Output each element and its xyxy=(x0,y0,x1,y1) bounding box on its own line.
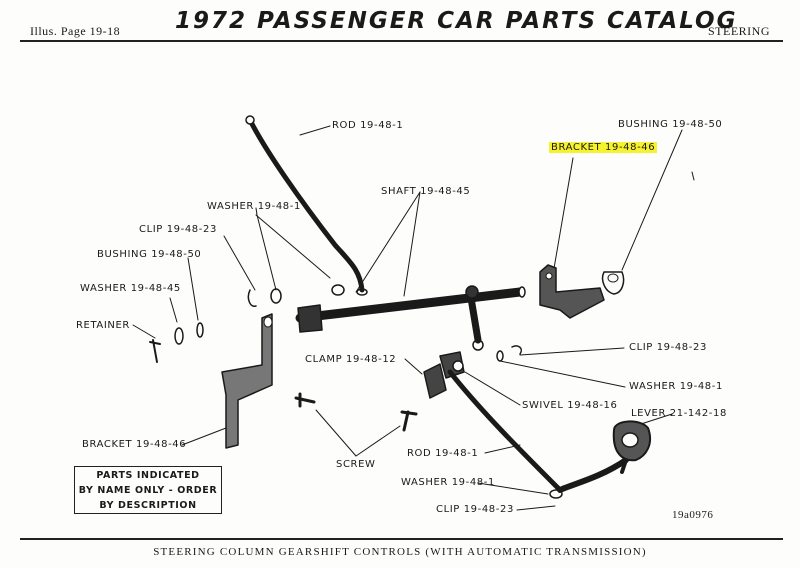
footer-rule xyxy=(20,538,783,540)
label-washer-left: WASHER 19-48-45 xyxy=(80,283,181,294)
label-washer-top: WASHER 19-48-1 xyxy=(207,201,301,212)
label-bushing-right: BUSHING 19-48-50 xyxy=(618,119,723,130)
header-rule xyxy=(20,40,783,42)
label-clip-right: CLIP 19-48-23 xyxy=(629,342,707,353)
label-bracket-right: BRACKET 19-48-46 xyxy=(549,142,658,153)
label-rod-top: ROD 19-48-1 xyxy=(332,120,404,131)
label-clip-bottom: CLIP 19-48-23 xyxy=(436,504,514,515)
section-name: STEERING xyxy=(708,24,770,38)
label-bracket-left: BRACKET 19-48-46 xyxy=(82,439,187,450)
label-screw: SCREW xyxy=(336,459,376,470)
label-washer-bottom: WASHER 19-48-1 xyxy=(401,477,495,488)
label-rod-bottom: ROD 19-48-1 xyxy=(407,448,479,459)
label-shaft: SHAFT 19-48-45 xyxy=(381,186,471,197)
label-retainer: RETAINER xyxy=(76,320,130,331)
illustration-code: 19a0976 xyxy=(672,509,714,521)
note-line-1: PARTS INDICATED xyxy=(96,470,200,481)
highlighted-text: BRACKET 19-48-46 xyxy=(549,142,658,153)
label-lever: LEVER 21-142-18 xyxy=(631,408,727,419)
catalog-title: 1972 PASSENGER CAR PARTS CATALOG xyxy=(175,8,738,34)
label-swivel: SWIVEL 19-48-16 xyxy=(522,400,618,411)
note-line-3: BY DESCRIPTION xyxy=(99,500,197,511)
parts-note-box: PARTS INDICATED BY NAME ONLY - ORDER BY … xyxy=(74,466,222,514)
label-clip-left: CLIP 19-48-23 xyxy=(139,224,217,235)
figure-caption: STEERING COLUMN GEARSHIFT CONTROLS (WITH… xyxy=(153,546,647,558)
label-clamp: CLAMP 19-48-12 xyxy=(305,354,397,365)
label-washer-right: WASHER 19-48-1 xyxy=(629,381,723,392)
label-bushing-left: BUSHING 19-48-50 xyxy=(97,249,202,260)
note-line-2: BY NAME ONLY - ORDER xyxy=(78,485,218,496)
illustration-page-number: Illus. Page 19-18 xyxy=(30,24,121,38)
